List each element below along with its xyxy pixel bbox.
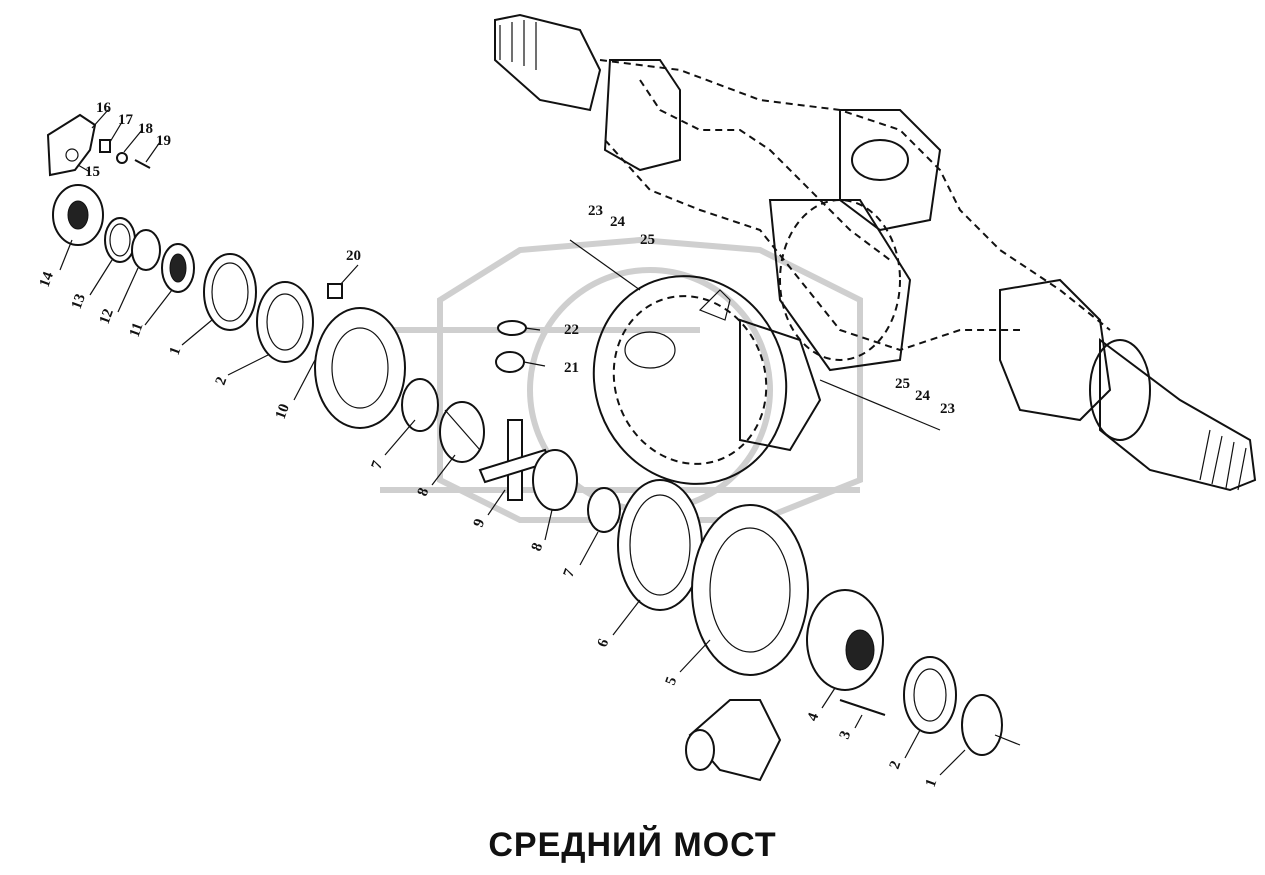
callout-19: 19 bbox=[156, 133, 171, 149]
callout-8-right: 8 bbox=[529, 541, 547, 554]
leader-lines bbox=[59, 109, 1021, 776]
callout-2-right: 2 bbox=[887, 759, 905, 772]
axle-housing bbox=[494, 13, 1257, 492]
callout-21: 21 bbox=[564, 360, 579, 376]
callout-22: 22 bbox=[564, 322, 579, 338]
callout-6: 6 bbox=[595, 636, 613, 649]
callout-5: 5 bbox=[663, 675, 681, 688]
callout-11: 11 bbox=[127, 321, 147, 340]
spider-assembly bbox=[478, 320, 621, 533]
callout-7-right: 7 bbox=[561, 566, 579, 579]
callout-15: 15 bbox=[85, 164, 100, 180]
callout-20: 20 bbox=[346, 248, 361, 264]
callout-23-top: 23 bbox=[588, 203, 603, 219]
ring-gear-stack bbox=[617, 479, 1003, 782]
bracket-assembly bbox=[46, 113, 151, 177]
callout-12: 12 bbox=[97, 307, 117, 327]
callout-25-top: 25 bbox=[640, 232, 655, 248]
callout-3: 3 bbox=[837, 729, 855, 742]
callout-4: 4 bbox=[805, 710, 823, 723]
callout-1-left: 1 bbox=[167, 345, 185, 358]
callout-labels: 16 17 18 19 15 14 13 12 11 1 2 10 20 7 8… bbox=[37, 100, 955, 789]
left-hub-stack bbox=[52, 184, 485, 463]
differential-carrier bbox=[592, 275, 822, 485]
callout-24-right: 24 bbox=[915, 388, 931, 404]
callout-2-left: 2 bbox=[213, 375, 231, 388]
callout-13: 13 bbox=[69, 292, 89, 312]
callout-1-right: 1 bbox=[923, 777, 941, 790]
callout-17: 17 bbox=[118, 112, 134, 128]
callout-14: 14 bbox=[37, 269, 57, 289]
callout-25-right: 25 bbox=[895, 376, 910, 392]
callout-18: 18 bbox=[138, 121, 153, 137]
callout-10: 10 bbox=[273, 402, 293, 422]
callout-7-left: 7 bbox=[369, 458, 387, 471]
callout-9: 9 bbox=[471, 517, 489, 530]
watermark-logo bbox=[380, 236, 863, 523]
callout-16: 16 bbox=[96, 100, 112, 116]
callout-24-top: 24 bbox=[610, 214, 626, 230]
callout-23-right: 23 bbox=[940, 401, 955, 417]
diagram-title: СРЕДНИЙ МОСТ bbox=[488, 826, 777, 864]
